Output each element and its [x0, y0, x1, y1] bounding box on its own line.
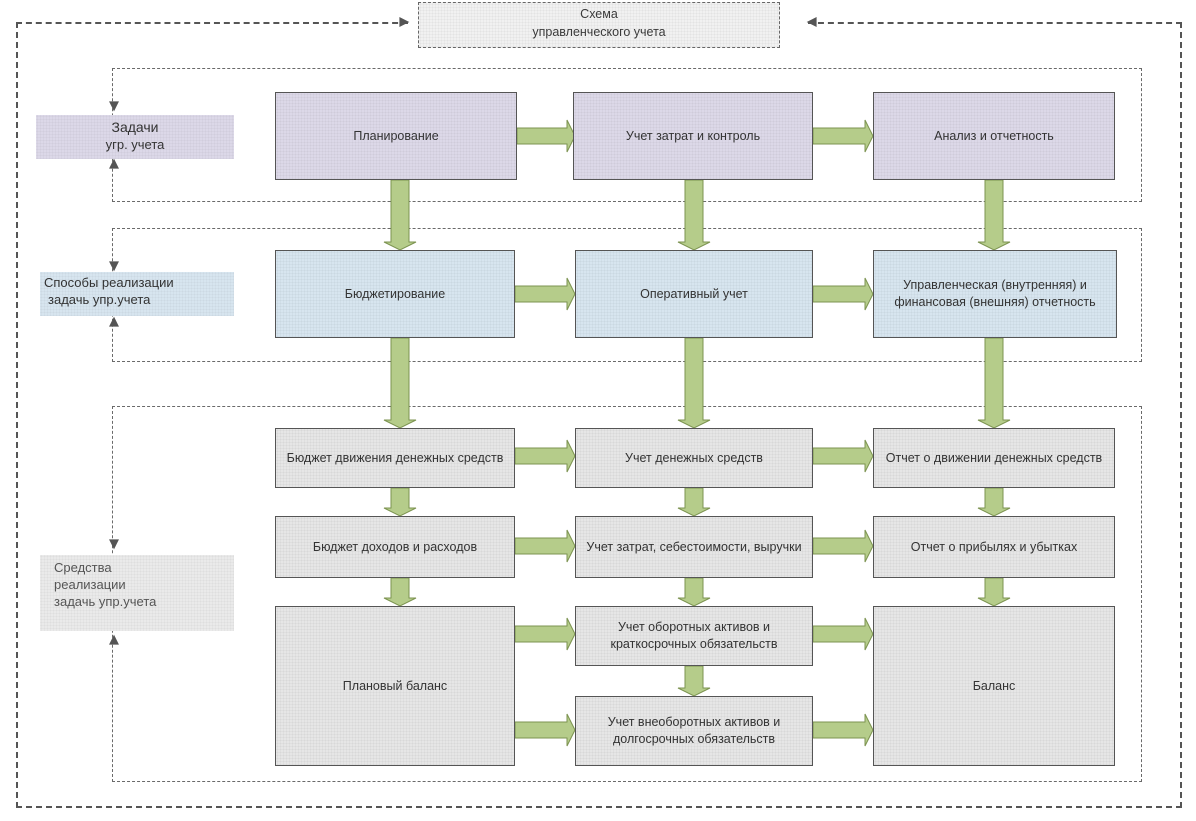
task-analysis-label: Анализ и отчетность [934, 128, 1054, 143]
means-cash-accounting-label: Учет денежных средств [625, 450, 763, 465]
means-cost-accounting: Учет затрат, себестоимости, выручки [575, 516, 813, 578]
row-label-means: Средства реализации задачь упр.учета [40, 555, 234, 631]
arrow-operational-to-cash-accounting [677, 337, 711, 429]
row-label-methods-line2: задачь упр.учета [48, 292, 151, 307]
arrow-planning-to-cost-control [516, 119, 576, 153]
row-label-methods: Способы реализации задачь упр.учета [40, 272, 234, 316]
means-income-budget: Бюджет доходов и расходов [275, 516, 515, 578]
means-cash-budget-label: Бюджет движения денежных средств [286, 450, 504, 465]
arrow-cost-accounting-to-pnl-report [812, 529, 874, 563]
arrow-planned-balance-to-current-assets [514, 617, 576, 651]
means-current-assets: Учет оборотных активов и краткосрочных о… [575, 606, 813, 666]
arrow-cash-budget-to-cash-accounting [514, 439, 576, 473]
arrow-cash-budget-to-income-budget [383, 487, 417, 517]
methods-label-arrowhead-top [109, 261, 119, 272]
arrow-budgeting-to-operational [514, 277, 576, 311]
means-cash-accounting: Учет денежных средств [575, 428, 813, 488]
arrow-current-assets-to-balance [812, 617, 874, 651]
means-cash-flow-report-label: Отчет о движении денежных средств [885, 450, 1103, 465]
arrow-analysis-to-reporting [977, 179, 1011, 251]
row-label-tasks-line1: Задачи [111, 119, 159, 135]
tasks-label-arrowhead-top [109, 101, 119, 112]
method-budgeting-label: Бюджетирование [344, 286, 446, 301]
arrow-reporting-to-cash-flow-report [977, 337, 1011, 429]
method-operational: Оперативный учет [575, 250, 813, 338]
frame-arrowhead-left [399, 17, 410, 27]
task-planning-label: Планирование [353, 128, 439, 143]
arrow-income-budget-to-planned-balance [383, 577, 417, 607]
method-reporting: Управленческая (внутренняя) и финансовая… [873, 250, 1117, 338]
means-cost-accounting-label: Учет затрат, себестоимости, выручки [586, 539, 802, 554]
outer-frame-top-left [16, 22, 408, 24]
means-noncurrent-assets: Учет внеоборотных активов и долгосрочных… [575, 696, 813, 766]
row-label-tasks: Задачи угр. учета [36, 115, 234, 159]
arrow-income-budget-to-cost-accounting [514, 529, 576, 563]
outer-frame-top-right [808, 22, 1182, 24]
diagram-title-line2: управленческого учета [532, 25, 666, 39]
row-label-means-line3: задачь упр.учета [54, 594, 157, 609]
task-cost-control-label: Учет затрат и контроль [625, 128, 761, 143]
task-planning: Планирование [275, 92, 517, 180]
arrow-current-assets-to-noncurrent-assets [677, 665, 711, 697]
arrow-planning-to-budgeting [383, 179, 417, 251]
outer-frame [16, 22, 1182, 808]
arrow-cash-flow-report-to-pnl-report [977, 487, 1011, 517]
task-analysis: Анализ и отчетность [873, 92, 1115, 180]
frame-arrowhead-right [806, 17, 817, 27]
method-operational-label: Оперативный учет [640, 286, 748, 301]
arrow-operational-to-reporting [812, 277, 874, 311]
means-current-assets-label: Учет оборотных активов и краткосрочных о… [610, 620, 778, 651]
task-cost-control: Учет затрат и контроль [573, 92, 813, 180]
means-pnl-report: Отчет о прибылях и убытках [873, 516, 1115, 578]
means-income-budget-label: Бюджет доходов и расходов [312, 539, 478, 554]
row-label-means-line1: Средства [54, 560, 112, 575]
diagram-title: Схема управленческого учета [418, 2, 780, 48]
arrow-planned-balance-to-noncurrent-assets [514, 713, 576, 747]
means-cash-flow-report: Отчет о движении денежных средств [873, 428, 1115, 488]
methods-label-arrowhead-bottom [109, 316, 119, 327]
means-label-arrowhead-top [109, 539, 119, 550]
arrow-cost-control-to-operational [677, 179, 711, 251]
row-label-means-line2: реализации [54, 577, 126, 592]
means-noncurrent-assets-label: Учет внеоборотных активов и долгосрочных… [607, 715, 781, 746]
means-pnl-report-label: Отчет о прибылях и убытках [910, 539, 1078, 554]
method-budgeting: Бюджетирование [275, 250, 515, 338]
arrow-budgeting-to-cash-budget [383, 337, 417, 429]
tasks-label-arrowhead-bottom [109, 158, 119, 169]
means-planned-balance-label: Плановый баланс [342, 678, 448, 693]
arrow-cash-accounting-to-cash-flow-report [812, 439, 874, 473]
means-balance-label: Баланс [972, 678, 1016, 693]
means-balance: Баланс [873, 606, 1115, 766]
method-reporting-label: Управленческая (внутренняя) и финансовая… [894, 278, 1096, 309]
arrow-cost-accounting-to-current-assets [677, 577, 711, 607]
row-label-tasks-line2: угр. учета [105, 137, 165, 152]
row-label-methods-line1: Способы реализации [44, 275, 174, 290]
arrow-noncurrent-assets-to-balance [812, 713, 874, 747]
means-label-arrowhead-bottom [109, 634, 119, 645]
means-planned-balance: Плановый баланс [275, 606, 515, 766]
arrow-pnl-report-to-balance [977, 577, 1011, 607]
diagram-title-line1: Схема [580, 7, 618, 21]
arrow-cash-accounting-to-cost-accounting [677, 487, 711, 517]
means-cash-budget: Бюджет движения денежных средств [275, 428, 515, 488]
arrow-cost-control-to-analysis [812, 119, 874, 153]
